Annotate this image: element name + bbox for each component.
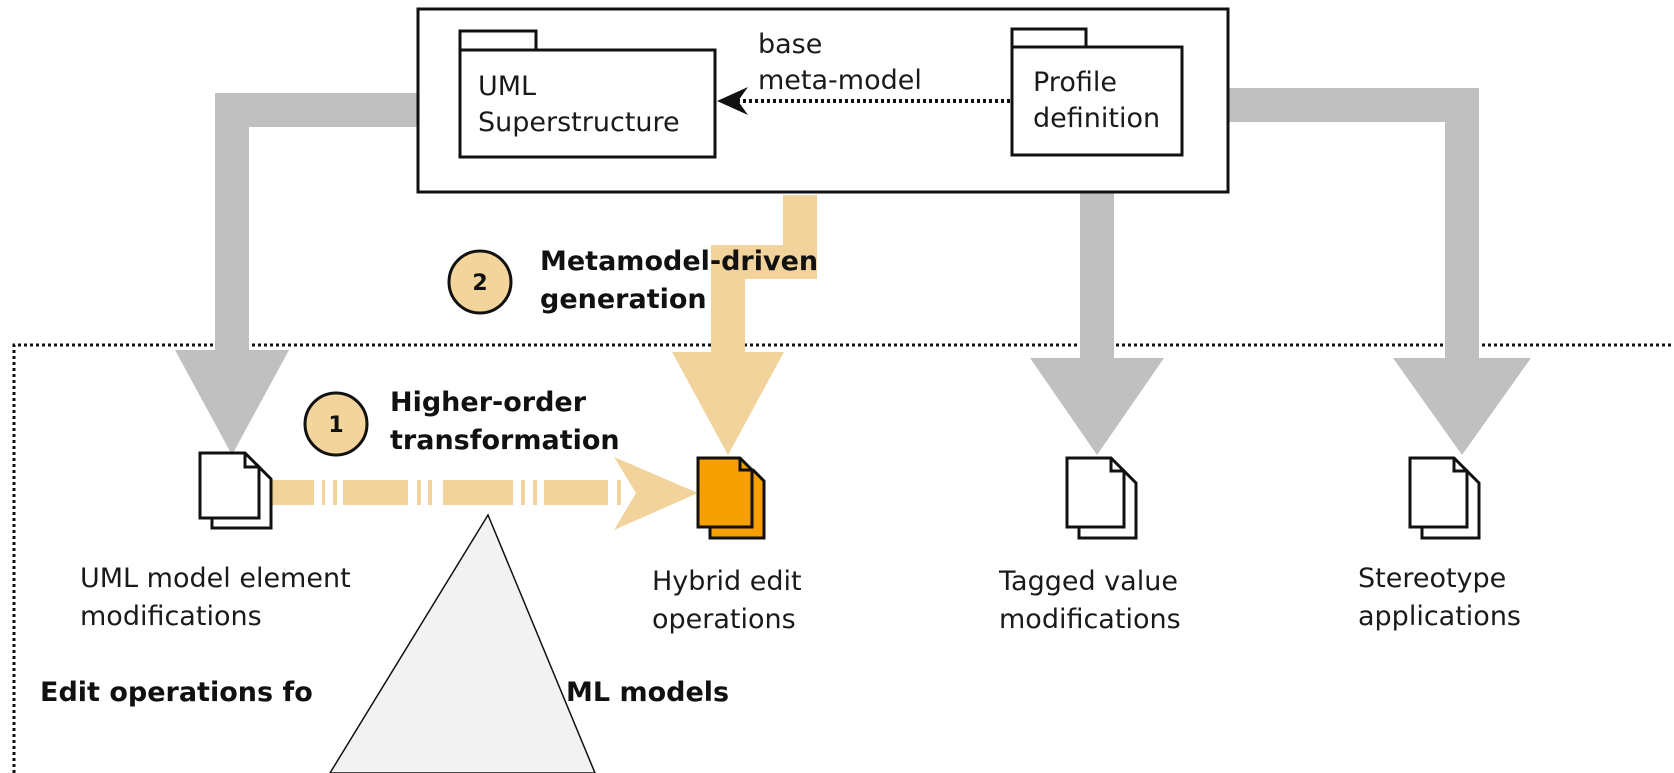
arrowhead-tagged — [1030, 358, 1164, 455]
edit-operations-region — [12, 343, 1674, 773]
flow-profile-to-stereotype — [1155, 88, 1479, 380]
uml-superstructure-label: UML Superstructure — [478, 71, 680, 138]
arrowhead-stereotype — [1393, 358, 1531, 455]
higher-order-transformation-arrow — [272, 457, 698, 530]
hybrid-edit-operations-label: Hybrid edit operations — [652, 566, 802, 635]
flow-metamodel-generation — [711, 195, 817, 370]
step-2-label: Metamodel-driven generation — [540, 246, 819, 315]
hybrid-edit-operations-doc-icon — [696, 456, 766, 540]
uml-model-modifications-doc-icon — [198, 451, 273, 530]
uml-model-modifications-label: UML model element modifications — [80, 563, 351, 632]
uml-superstructure-package — [458, 29, 717, 159]
step-1-number: 1 — [328, 413, 343, 438]
region-title-tail: ML models — [566, 677, 730, 708]
arrowhead-hybrid — [672, 352, 784, 455]
step-1-badge: 1 — [303, 391, 369, 457]
profile-definition-label: Profile definition — [1033, 67, 1161, 134]
flow-superstructure-to-uml-mods — [215, 93, 460, 380]
step-2-badge: 2 — [447, 249, 513, 315]
callout-overlay — [329, 513, 596, 773]
arrowhead-uml-mods — [175, 350, 289, 455]
profile-definition-package — [1010, 27, 1184, 157]
step-1-label: Higher-order transformation — [390, 387, 620, 456]
dependency-arrowhead — [717, 87, 748, 115]
stereotype-applications-label: Stereotype applications — [1358, 563, 1522, 632]
tagged-value-modifications-label: Tagged value modifications — [999, 566, 1181, 635]
stereotype-applications-doc-icon — [1408, 456, 1481, 540]
base-meta-model-label: base meta-model — [758, 29, 922, 96]
tagged-value-modifications-doc-icon — [1065, 456, 1138, 540]
region-title: Edit operations fo — [40, 677, 313, 708]
step-2-number: 2 — [472, 271, 487, 296]
